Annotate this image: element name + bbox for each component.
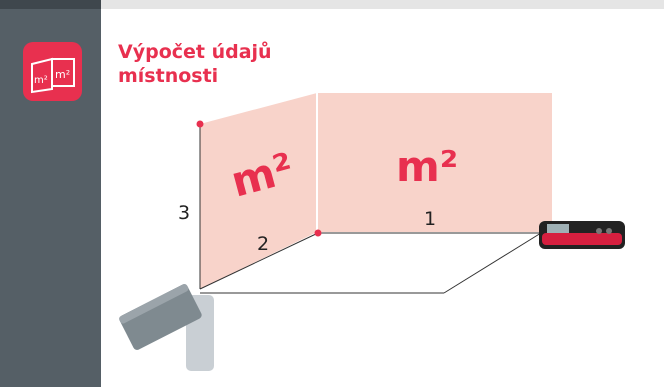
back-wall-area-label: m² xyxy=(396,142,458,191)
page-title: Výpočet údajů místnosti xyxy=(118,41,272,87)
top-bar xyxy=(101,0,664,9)
measure-label-1: 1 xyxy=(424,208,436,230)
floor-right-edge xyxy=(443,232,542,294)
measure-point-corner xyxy=(314,229,322,237)
measure-label-3: 3 xyxy=(178,202,190,224)
room-area-icon: m² m² xyxy=(23,42,82,101)
sidebar-header-strip xyxy=(0,0,101,9)
icon-left-label: m² xyxy=(34,75,48,86)
left-wall xyxy=(200,93,317,289)
device-in-hand xyxy=(119,283,214,371)
measure-point-top xyxy=(196,120,204,128)
floor-left-edge xyxy=(199,232,319,290)
measure-label-2: 2 xyxy=(257,233,269,255)
icon-right-label: m² xyxy=(55,68,70,81)
sidebar: m² m² xyxy=(0,0,101,387)
back-wall xyxy=(317,93,552,232)
laser-meter-device xyxy=(539,221,625,249)
room-illustration: m² m² 1 2 3 xyxy=(119,93,625,371)
room-area-icon-graphic: m² m² xyxy=(31,57,75,94)
